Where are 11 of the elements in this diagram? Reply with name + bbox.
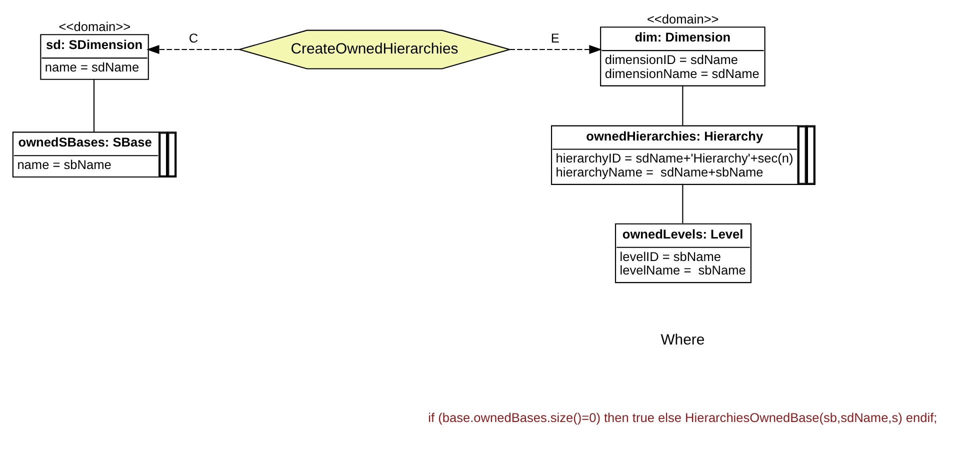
- connector: [93, 78, 95, 132]
- connector: [682, 184, 684, 224]
- label: Where: [660, 332, 705, 349]
- edge-label: E: [550, 30, 560, 46]
- connector: [682, 86, 684, 126]
- label: if (base.ownedBases.size()=0) then true else HierarchiesOwnedBase(sb,sdName,s) endif;: [428, 410, 938, 425]
- arrow: [146, 45, 240, 54]
- arrow: [510, 45, 602, 54]
- node-label: <<domain>>: [58, 18, 131, 34]
- edge-label: C: [188, 30, 198, 46]
- node-label: <<domain>>: [646, 12, 719, 27]
